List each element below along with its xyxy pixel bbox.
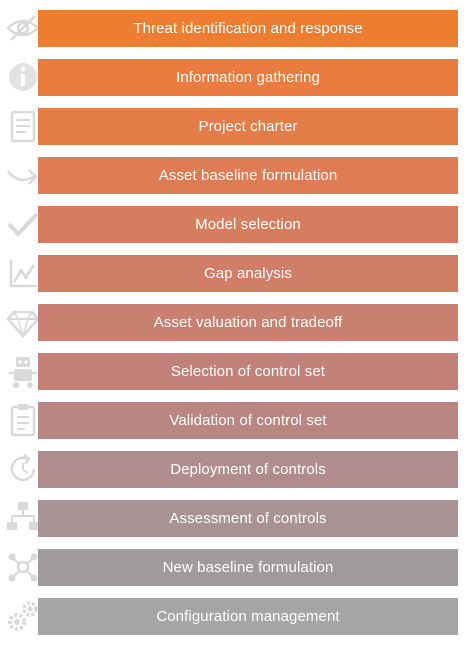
gears-icon [4, 598, 42, 635]
step-label: Gap analysis [204, 265, 292, 282]
step-bar: Threat identification and response [38, 10, 458, 47]
step-threat-identification: Threat identification and response [0, 10, 468, 47]
step-label: Project charter [198, 118, 298, 135]
step-label: Validation of control set [169, 412, 327, 429]
step-bar: Selection of control set [38, 353, 458, 390]
document-icon [4, 108, 42, 145]
info-icon [4, 59, 42, 96]
step-bar: Asset baseline formulation [38, 157, 458, 194]
step-bar: Validation of control set [38, 402, 458, 439]
step-bar: New baseline formulation [38, 549, 458, 586]
step-bar: Information gathering [38, 59, 458, 96]
step-project-charter: Project charter [0, 108, 468, 145]
step-asset-valuation: Asset valuation and tradeoff [0, 304, 468, 341]
refresh-icon [4, 451, 42, 488]
step-label: Asset valuation and tradeoff [153, 314, 343, 331]
step-selection-of-control-set: Selection of control set [0, 353, 468, 390]
step-label: Threat identification and response [133, 20, 363, 37]
step-information-gathering: Information gathering [0, 59, 468, 96]
step-label: Asset baseline formulation [158, 167, 338, 184]
step-configuration-management: Configuration management [0, 598, 468, 635]
step-label: Model selection [195, 216, 301, 233]
chart-line-icon [4, 255, 42, 292]
step-new-baseline-formulation: New baseline formulation [0, 549, 468, 586]
step-label: Deployment of controls [170, 461, 326, 478]
flowchart-icon [4, 500, 42, 537]
step-assessment-of-controls: Assessment of controls [0, 500, 468, 537]
step-label: New baseline formulation [162, 559, 334, 576]
step-label: Information gathering [176, 69, 320, 86]
step-label: Assessment of controls [169, 510, 327, 527]
eye-slash-icon [4, 10, 42, 47]
step-label: Selection of control set [170, 363, 326, 380]
step-bar: Assessment of controls [38, 500, 458, 537]
step-asset-baseline-formulation: Asset baseline formulation [0, 157, 468, 194]
step-label: Configuration management [156, 608, 340, 625]
arrow-curve-icon [4, 157, 42, 194]
robot-icon [4, 353, 42, 390]
step-bar: Asset valuation and tradeoff [38, 304, 458, 341]
step-bar: Project charter [38, 108, 458, 145]
checkmark-icon [4, 206, 42, 243]
step-bar: Gap analysis [38, 255, 458, 292]
step-bar: Deployment of controls [38, 451, 458, 488]
step-bar: Model selection [38, 206, 458, 243]
step-bar: Configuration management [38, 598, 458, 635]
step-model-selection: Model selection [0, 206, 468, 243]
step-gap-analysis: Gap analysis [0, 255, 468, 292]
step-validation-of-control-set: Validation of control set [0, 402, 468, 439]
network-icon [4, 549, 42, 586]
clipboard-icon [4, 402, 42, 439]
process-steps: Threat identification and response Infor… [0, 10, 468, 647]
step-deployment-of-controls: Deployment of controls [0, 451, 468, 488]
diamond-icon [4, 304, 42, 341]
